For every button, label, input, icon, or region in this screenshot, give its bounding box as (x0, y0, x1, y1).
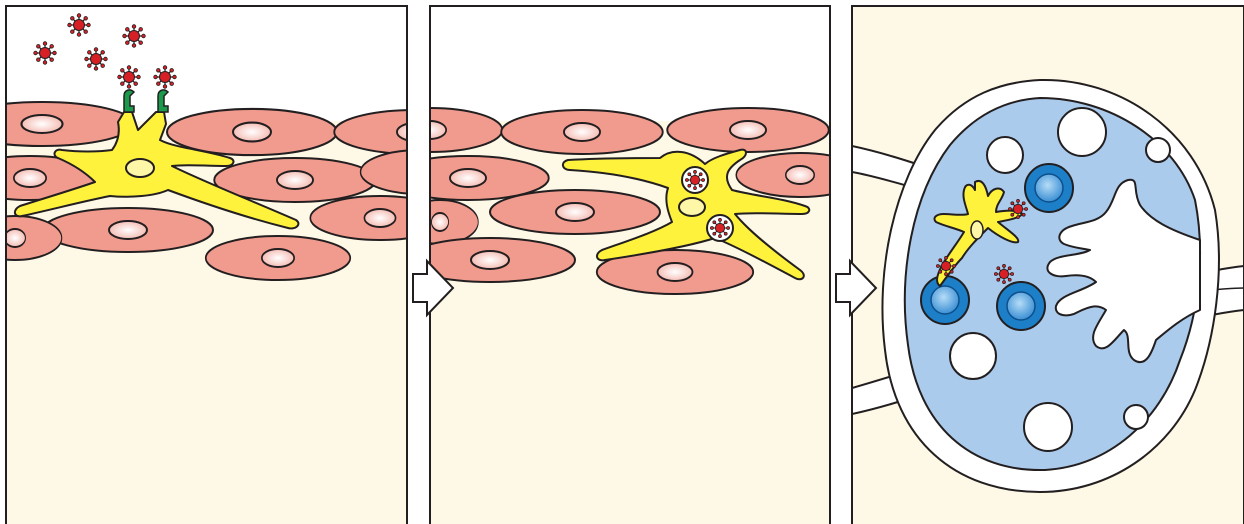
panel-1 (0, 6, 496, 524)
panel-2 (358, 6, 864, 524)
panel-3 (852, 6, 1244, 524)
